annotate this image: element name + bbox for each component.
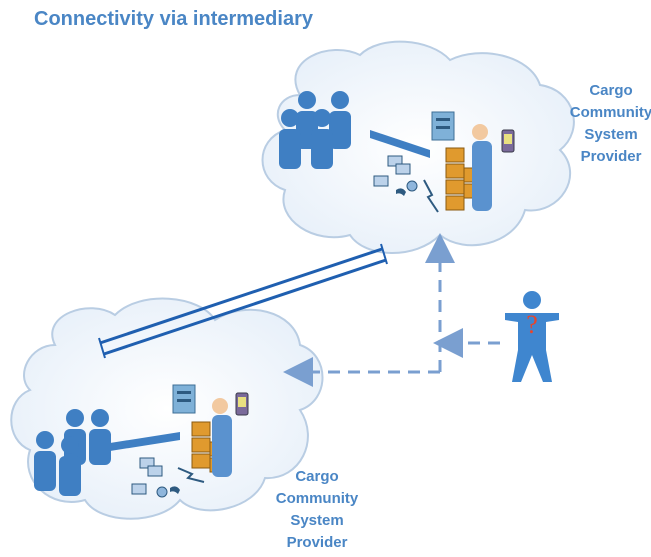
- mobile-device-icon: [235, 392, 249, 416]
- server-icon: [431, 111, 455, 141]
- top-cloud-label-line: Community: [569, 104, 651, 121]
- user-group-icon: [34, 409, 111, 496]
- bottom-cloud-shape: [10, 297, 324, 520]
- agent-icon: [472, 124, 492, 211]
- diagram-title: Connectivity via intermediary: [34, 8, 313, 30]
- agent-icon: [212, 398, 232, 477]
- top-cloud-label-line: Cargo: [589, 82, 633, 99]
- top-cloud-label-line: Provider: [580, 148, 642, 165]
- globe-icon: [406, 180, 418, 192]
- globe-icon: [156, 486, 168, 498]
- server-icon: [172, 384, 196, 414]
- documents-icon: [131, 457, 163, 495]
- bottom-cloud-label-line: System: [290, 512, 344, 529]
- documents-icon: [373, 155, 411, 187]
- connection-beam-icon: [110, 432, 180, 451]
- direct-link: [98, 243, 388, 359]
- bottom-cloud: [10, 297, 324, 520]
- top-cloud-label-line: System: [584, 126, 638, 143]
- bottom-cloud-label: Cargo Community System Provider: [272, 466, 362, 554]
- bottom-cloud-label-line: Provider: [286, 534, 348, 551]
- top-cloud-label: Cargo Community System Provider: [566, 80, 651, 168]
- phone-icon: [396, 188, 406, 196]
- unknown-user-mark: ?: [526, 310, 538, 339]
- connection-beam-icon: [370, 130, 430, 158]
- user-group-icon: [279, 91, 351, 169]
- intermediary-connection: [283, 233, 500, 387]
- bottom-cloud-label-line: Community: [275, 490, 359, 507]
- bottom-cloud-label-line: Cargo: [295, 468, 339, 485]
- unknown-user-icon: [505, 291, 559, 382]
- phone-icon: [170, 486, 180, 494]
- lightning-icon: [177, 467, 205, 483]
- mobile-device-icon: [501, 129, 515, 153]
- lightning-icon: [423, 179, 439, 213]
